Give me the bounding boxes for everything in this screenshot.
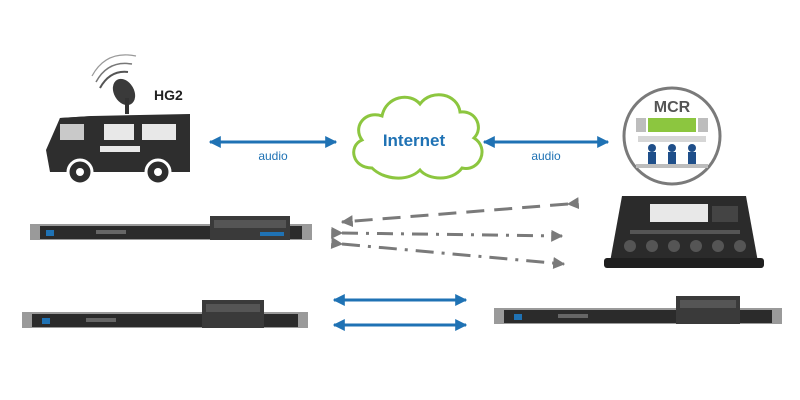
broadcast-van-icon	[46, 54, 190, 186]
audio-link-right-label: audio	[531, 149, 561, 163]
return-link-arrow-1	[340, 197, 580, 228]
audio-link-left-label: audio	[258, 149, 288, 163]
internet-label: Internet	[383, 131, 446, 150]
return-link-arrow-3	[330, 237, 566, 270]
mcr-control-room-icon	[622, 86, 722, 186]
return-link-arrow-2	[331, 226, 564, 242]
mcr-label: MCR	[654, 99, 691, 116]
rack-codec-icon	[494, 296, 782, 324]
internet-cloud-icon	[352, 93, 484, 180]
rack-codec-icon	[30, 216, 312, 240]
van-label: HG2	[154, 87, 183, 103]
rack-codec-icon	[22, 300, 308, 328]
portable-mixer-icon	[604, 196, 764, 268]
